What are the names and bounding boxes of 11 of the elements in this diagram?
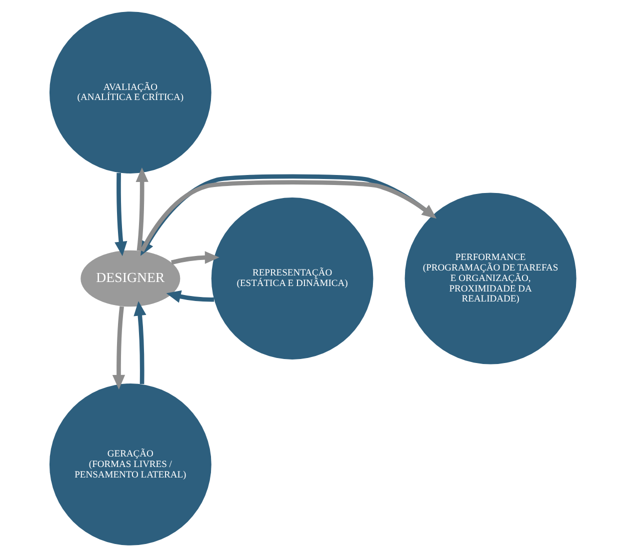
node-circle: AVALIAÇÃO (ANALÍTICA E CRÍTICA) bbox=[48, 12, 211, 174]
node-circle: REPRESENTAÇÃO (ESTÁTICA E DINÂMICA) bbox=[210, 198, 373, 360]
node-ellipse: DESIGNER bbox=[80, 250, 180, 307]
node-circle: PERFORMANCE (PROGRAMAÇÃO DE TAREFAS E ORGANIZAÇÃO, PROXIMIDADE DA REALIDADE) bbox=[404, 192, 576, 364]
arrow bbox=[170, 251, 219, 265]
node-circle: GERAÇÃO (FORMAS LIVRES / PENSAMENTO LATERAL) bbox=[48, 384, 211, 546]
arrow bbox=[135, 167, 148, 251]
arrow bbox=[166, 290, 214, 303]
arrow bbox=[112, 306, 125, 390]
arrow bbox=[114, 172, 127, 256]
arrow bbox=[133, 301, 146, 384]
